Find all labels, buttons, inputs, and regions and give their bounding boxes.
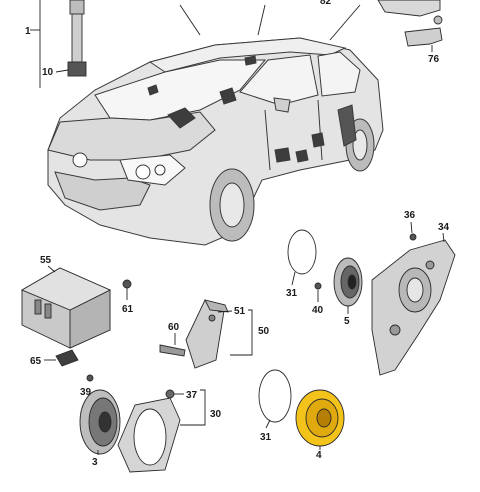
label-65: 65	[30, 356, 42, 367]
label-39: 39	[80, 387, 92, 398]
part-strut	[30, 0, 87, 88]
label-55: 55	[40, 255, 52, 266]
part-door-panel	[371, 239, 456, 376]
label-5: 5	[344, 316, 350, 327]
label-82: 82	[320, 0, 332, 7]
label-3: 3	[92, 457, 98, 468]
label-60: 60	[168, 322, 180, 333]
part-module	[159, 299, 229, 369]
part-ring-31b	[258, 369, 292, 423]
label-30: 30	[210, 409, 222, 420]
part-speaker-3	[79, 389, 121, 455]
part-bracket-top	[377, 0, 443, 52]
label-31b: 31	[260, 432, 272, 443]
label-4: 4	[316, 450, 322, 461]
part-screw-61	[122, 279, 132, 300]
part-speaker-5	[333, 257, 363, 307]
label-51: 51	[234, 306, 246, 317]
part-pad-65	[55, 349, 79, 367]
label-40: 40	[312, 305, 324, 316]
label-36: 36	[404, 210, 416, 221]
label-61: 61	[122, 304, 134, 315]
label-76: 76	[428, 54, 440, 65]
car-illustration	[47, 37, 384, 246]
part-ring-31a	[287, 229, 317, 275]
label-34: 34	[438, 222, 450, 233]
part-speaker-4-highlighted	[295, 389, 345, 447]
label-31a: 31	[286, 288, 298, 299]
part-control-unit	[20, 267, 112, 349]
label-1: 1	[25, 26, 31, 37]
label-37: 37	[186, 390, 198, 401]
part-speaker-ring	[117, 389, 181, 473]
label-10: 10	[42, 67, 54, 78]
label-50: 50	[258, 326, 270, 337]
